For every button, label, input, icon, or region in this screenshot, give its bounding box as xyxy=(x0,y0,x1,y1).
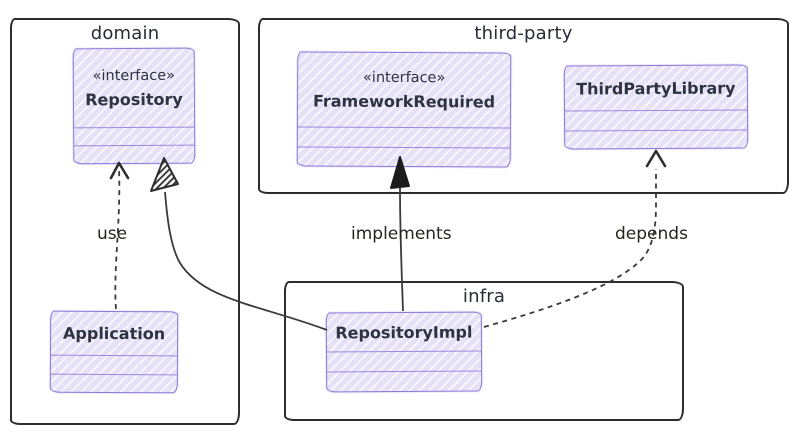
package-domain-title: domain xyxy=(90,23,160,44)
class-framework-required-fields xyxy=(297,126,510,148)
class-repository-impl-title: RepositoryImpl xyxy=(327,313,481,352)
edge-use-label: use xyxy=(97,224,128,244)
class-third-party-library-title: ThirdPartyLibrary xyxy=(565,65,747,110)
class-third-party-library-name: ThirdPartyLibrary xyxy=(576,78,736,98)
package-infra-title: infra xyxy=(462,286,506,307)
class-repository-fields xyxy=(74,126,195,146)
class-repository-impl-fields xyxy=(326,350,482,372)
class-application-title: Application xyxy=(51,312,177,356)
class-framework-required-stereotype: «interface» xyxy=(362,69,446,86)
class-repository-impl-methods xyxy=(327,370,482,392)
class-repository: «interface» Repository xyxy=(72,47,196,165)
class-repository-impl: RepositoryImpl xyxy=(325,311,483,393)
class-application-methods xyxy=(50,373,177,393)
class-third-party-library-methods xyxy=(565,129,748,149)
class-framework-required-title: «interface» FrameworkRequired xyxy=(298,52,510,127)
class-framework-required-methods xyxy=(297,146,510,167)
edge-depends-label: depends xyxy=(615,224,688,244)
class-repository-impl-name: RepositoryImpl xyxy=(335,322,473,342)
class-framework-required-name: FrameworkRequired xyxy=(312,91,496,111)
package-third-party-title: third-party xyxy=(474,23,573,44)
class-application-name: Application xyxy=(63,323,166,344)
class-repository-stereotype: «interface» xyxy=(92,67,176,84)
class-application: Application xyxy=(49,310,179,394)
class-repository-title: «interface» Repository xyxy=(74,49,194,128)
class-framework-required: «interface» FrameworkRequired xyxy=(296,51,512,168)
edge-implements-label: implements xyxy=(351,224,452,244)
class-third-party-library-fields xyxy=(565,109,748,131)
class-application-fields xyxy=(50,354,177,375)
class-third-party-library: ThirdPartyLibrary xyxy=(563,64,749,150)
class-repository-methods xyxy=(74,144,195,164)
class-repository-name: Repository xyxy=(85,89,183,109)
